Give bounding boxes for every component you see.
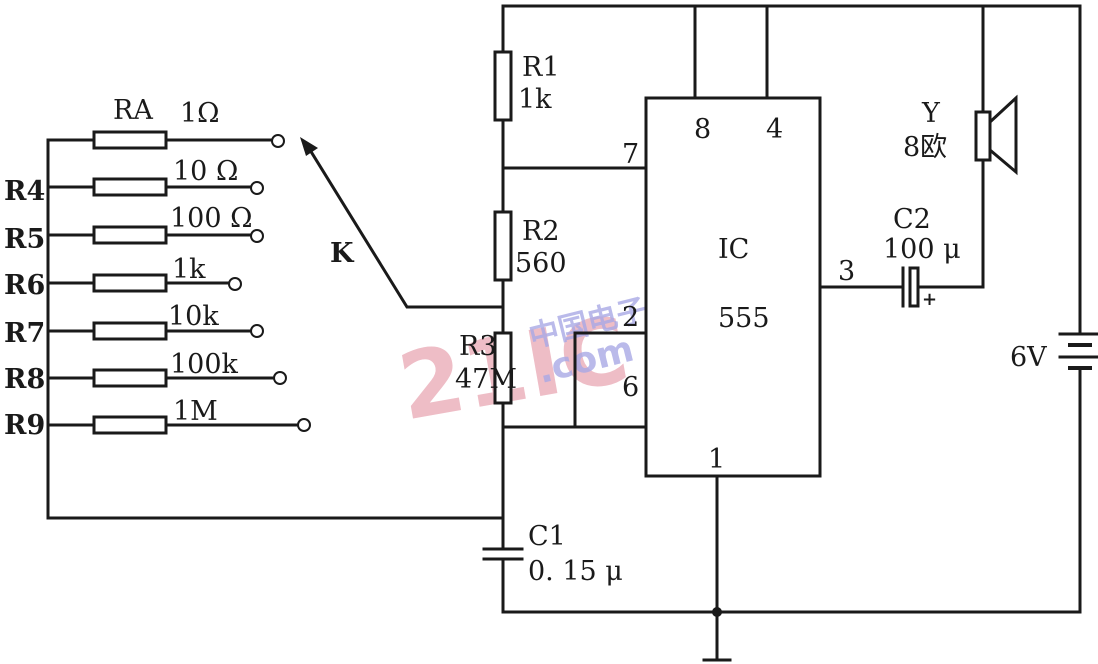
r8-name: R8 xyxy=(4,364,45,395)
terminal-r4 xyxy=(250,181,264,195)
pin-3-label: 3 xyxy=(838,256,855,287)
r1-name: R1 xyxy=(522,52,560,83)
speaker-value: 8欧 xyxy=(903,132,947,163)
r4-value: 10 Ω xyxy=(173,156,238,187)
pin-4-label: 4 xyxy=(766,114,783,145)
terminal-r6 xyxy=(228,277,242,291)
pin-8-label: 8 xyxy=(694,114,711,145)
resistor-r2 xyxy=(493,210,513,282)
c1-name: C1 xyxy=(528,521,566,552)
capacitor-c1 xyxy=(482,547,524,561)
left-bus-wire xyxy=(46,138,505,520)
r5-value: 100 Ω xyxy=(170,203,253,234)
pin-6-label: 6 xyxy=(622,372,639,403)
pin-7-label: 7 xyxy=(622,139,639,170)
terminal-ra xyxy=(271,134,285,148)
r6-name: R6 xyxy=(4,270,45,301)
c1-value: 0. 15 μ xyxy=(528,556,623,587)
resistor-r5 xyxy=(92,225,168,245)
r3-value: 47M xyxy=(455,364,517,395)
resistor-r3 xyxy=(493,331,513,405)
r9-value: 1M xyxy=(173,396,218,427)
r6-value: 1k xyxy=(172,254,206,285)
r4-name: R4 xyxy=(4,176,45,207)
switch-wiper-wire xyxy=(307,147,505,309)
speaker-icon xyxy=(974,94,1018,176)
bottom-rail-wire xyxy=(501,558,1082,614)
resistor-r9 xyxy=(92,415,168,435)
r2-value: 560 xyxy=(515,248,567,279)
c2-speaker-wire xyxy=(916,158,985,289)
r2-name: R2 xyxy=(522,216,560,247)
speaker-name: Y xyxy=(921,98,941,129)
r1-value: 1k xyxy=(518,84,552,115)
r8-value: 100k xyxy=(170,349,239,380)
ra-name: RA xyxy=(113,95,153,126)
resistor-r7 xyxy=(92,321,168,341)
r7-name: R7 xyxy=(4,318,45,349)
r7-value: 10k xyxy=(168,301,219,332)
c2-polarity-mark: + xyxy=(922,289,937,310)
r3-name: R3 xyxy=(459,331,497,362)
ra-value: 1Ω xyxy=(180,98,220,129)
pin-2-label: 2 xyxy=(622,302,639,333)
terminal-r8 xyxy=(273,371,287,385)
battery-value: 6V xyxy=(1010,342,1047,373)
r5-name: R5 xyxy=(4,224,45,255)
terminal-r9 xyxy=(297,418,311,432)
terminal-r7 xyxy=(250,324,264,338)
battery-icon xyxy=(1058,332,1098,370)
terminal-r5 xyxy=(250,229,264,243)
ic-555-box xyxy=(644,96,822,478)
ground-junction-dot xyxy=(712,607,722,617)
resistor-r8 xyxy=(92,368,168,388)
pin2-wire xyxy=(573,331,648,429)
resistor-r1 xyxy=(493,50,513,122)
capacitor-c2 xyxy=(901,266,920,308)
pin-1-label: 1 xyxy=(708,444,725,475)
resistor-r4 xyxy=(92,177,168,197)
resistor-r6 xyxy=(92,273,168,293)
r9-name: R9 xyxy=(4,410,45,441)
ic-part-number: 555 xyxy=(718,303,770,334)
ic-name: IC xyxy=(718,234,749,265)
switch-k-label: K xyxy=(330,238,355,269)
c2-value: 100 μ xyxy=(883,234,961,265)
c2-name: C2 xyxy=(893,204,931,235)
switch-arrow-head xyxy=(300,137,318,156)
component-labels: R1 1k R2 560 R3 47M RA 1Ω R4 10 Ω R5 100… xyxy=(4,52,1047,587)
wires xyxy=(46,4,1082,662)
resistor-ra xyxy=(92,130,168,150)
resistor-bank xyxy=(46,130,311,435)
